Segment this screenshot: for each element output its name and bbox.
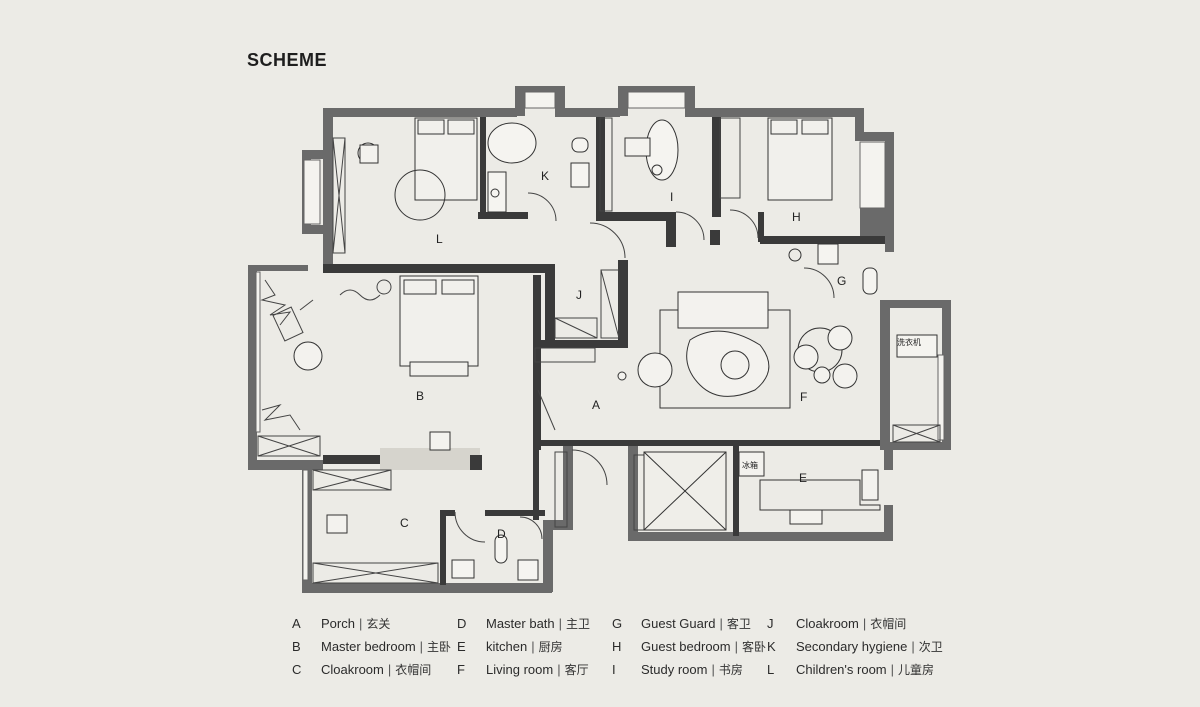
- legend-item-j: J Cloakroom | 衣帽间: [767, 612, 967, 635]
- legend-letter: E: [457, 639, 466, 654]
- legend-separator: |: [862, 616, 867, 631]
- legend-letter: G: [612, 616, 623, 631]
- room-label-k: K: [541, 169, 549, 183]
- legend-separator: |: [911, 639, 915, 654]
- legend-separator: |: [358, 616, 363, 631]
- legend-separator: |: [531, 639, 535, 654]
- legend-item-k: K Secondary hygiene | 次卫: [767, 635, 967, 658]
- room-label-g: G: [837, 274, 846, 288]
- legend-name-cn: 玄关: [366, 617, 391, 631]
- legend-name: Cloakroom: [796, 616, 859, 631]
- legend-item-d: D Master bath | 主卫: [457, 612, 612, 635]
- legend-item-c: C Cloakroom | 衣帽间: [292, 658, 457, 681]
- legend-name: Study room: [641, 662, 708, 677]
- legend-name-cn: 主卧: [427, 640, 452, 654]
- legend-name-cn: 书房: [718, 663, 743, 677]
- room-legend: A Porch | 玄关 B Master bedroom | 主卧 C Clo…: [292, 612, 967, 681]
- legend-name: Porch: [321, 616, 355, 631]
- legend-item-e: E kitchen | 厨房: [457, 635, 612, 658]
- legend-name-cn: 客卧: [742, 640, 767, 654]
- room-label-a: A: [592, 398, 600, 412]
- room-label-d: D: [497, 527, 506, 541]
- legend-separator: |: [557, 662, 561, 677]
- room-label-j: J: [576, 288, 582, 302]
- living-furniture: [293, 137, 858, 534]
- legend-name-cn: 厨房: [538, 640, 563, 654]
- legend-separator: |: [890, 662, 895, 677]
- legend-name: Secondary hygiene: [796, 639, 908, 654]
- legend-separator: |: [387, 662, 392, 677]
- legend-name: Children's room: [796, 662, 887, 677]
- legend-name-cn: 客卫: [726, 617, 751, 631]
- legend-separator: |: [558, 616, 563, 631]
- legend-name: Living room: [486, 662, 554, 677]
- legend-letter: L: [767, 662, 775, 677]
- windows: [255, 91, 945, 581]
- legend-separator: |: [734, 639, 738, 654]
- washer-label: 洗衣机: [897, 337, 921, 347]
- legend-separator: |: [711, 662, 715, 677]
- legend-name-cn: 次卫: [918, 640, 943, 654]
- plants: [260, 279, 392, 431]
- legend-letter: I: [612, 662, 616, 677]
- room-label-l: L: [436, 232, 443, 246]
- legend-item-i: I Study room | 书房: [612, 658, 767, 681]
- legend-item-h: H Guest bedroom | 客卧: [612, 635, 767, 658]
- legend-name: Master bath: [486, 616, 555, 631]
- door-swings: [299, 192, 835, 543]
- legend-letter: C: [292, 662, 302, 677]
- room-label-c: C: [400, 516, 409, 530]
- legend-item-b: B Master bedroom | 主卧: [292, 635, 457, 658]
- legend-name-cn: 客厅: [564, 663, 589, 677]
- legend-letter: D: [457, 616, 467, 631]
- room-label-e: E: [799, 471, 807, 485]
- beds: [399, 117, 833, 377]
- bath-fixtures: [451, 119, 938, 581]
- legend-letter: A: [292, 616, 301, 631]
- plan-title: SCHEME: [247, 50, 328, 70]
- kitchen-fixtures: [643, 451, 881, 531]
- room-label-h: H: [792, 210, 801, 224]
- legend-item-f: F Living room | 客厅: [457, 658, 612, 681]
- fridge-label: 冰箱: [742, 460, 758, 470]
- legend-item-l: L Children's room | 儿童房: [767, 658, 967, 681]
- legend-item-a: A Porch | 玄关: [292, 612, 457, 635]
- legend-name-cn: 主卫: [566, 617, 591, 631]
- legend-name-cn: 衣帽间: [870, 617, 907, 631]
- legend-name: Guest bedroom: [641, 639, 731, 654]
- drains: [490, 164, 802, 262]
- legend-item-g: G Guest Guard | 客卫: [612, 612, 767, 635]
- room-label-b: B: [416, 389, 424, 403]
- legend-letter: B: [292, 639, 301, 654]
- legend-letter: H: [612, 639, 622, 654]
- room-label-f: F: [800, 390, 807, 404]
- room-label-i: I: [670, 190, 673, 204]
- legend-letter: F: [457, 662, 465, 677]
- legend-name: kitchen: [486, 639, 528, 654]
- legend-letter: K: [767, 639, 776, 654]
- legend-letter: J: [767, 616, 774, 631]
- legend-name: Master bedroom: [321, 639, 416, 654]
- legend-name: Cloakroom: [321, 662, 384, 677]
- legend-separator: |: [419, 639, 424, 654]
- legend-separator: |: [719, 616, 723, 631]
- legend-name-cn: 衣帽间: [395, 663, 432, 677]
- legend-name-cn: 儿童房: [898, 663, 935, 677]
- legend-name: Guest Guard: [641, 616, 716, 631]
